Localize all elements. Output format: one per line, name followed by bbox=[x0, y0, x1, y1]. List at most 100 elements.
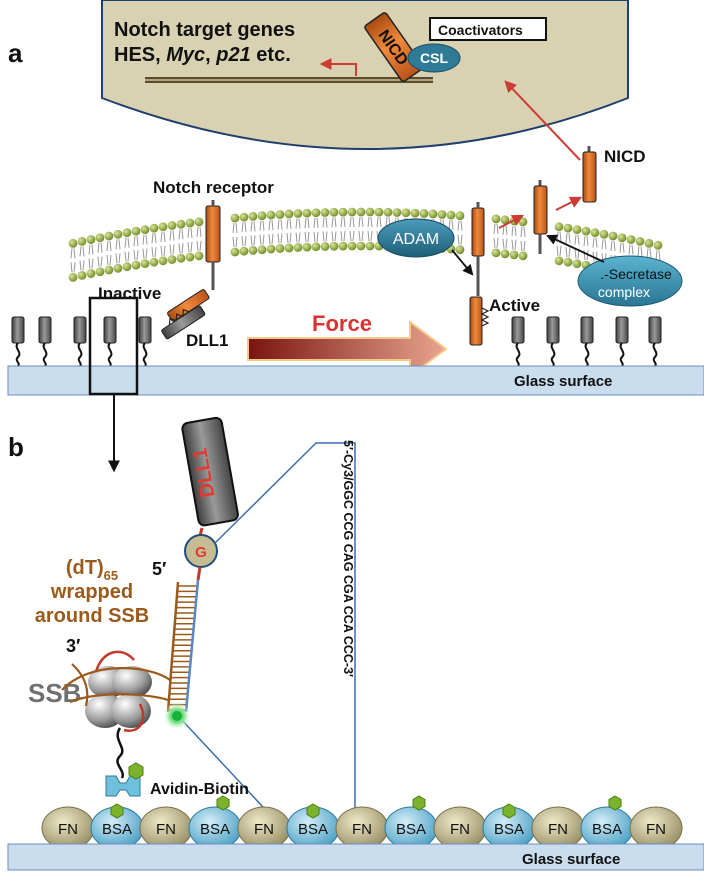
lipid-head bbox=[491, 248, 501, 258]
surface-ligands bbox=[11, 316, 662, 367]
biotin bbox=[306, 803, 320, 819]
lipid-head bbox=[329, 207, 339, 217]
lipid-head bbox=[338, 207, 348, 217]
target-genes: HES, Myc, p21 etc. bbox=[114, 44, 291, 66]
ligand-linker bbox=[619, 342, 625, 367]
lipid-head bbox=[572, 225, 582, 235]
lipid-head bbox=[293, 243, 303, 252]
lipid-head bbox=[455, 211, 465, 221]
adam-label: ADAM bbox=[393, 231, 439, 248]
lipid-head bbox=[581, 226, 591, 236]
lipid-head bbox=[275, 210, 285, 219]
lipid-head bbox=[68, 238, 78, 248]
bsa-label: BSA bbox=[494, 821, 524, 838]
secretase-arrow bbox=[546, 234, 605, 263]
ligand-linker bbox=[77, 342, 83, 367]
adam-enzyme bbox=[377, 218, 455, 258]
lipid-head bbox=[257, 211, 267, 221]
csl-label: CSL bbox=[420, 50, 448, 66]
cell-membrane bbox=[68, 207, 663, 284]
lipid-head bbox=[356, 241, 366, 251]
surface-ligand bbox=[73, 316, 87, 344]
lipid-head bbox=[266, 244, 276, 254]
lipid-head bbox=[590, 228, 600, 238]
lipid-head bbox=[68, 272, 78, 282]
lipid-head bbox=[266, 210, 276, 220]
lipid-head bbox=[500, 215, 510, 225]
lipid-head bbox=[338, 241, 348, 251]
lipid-head bbox=[311, 208, 321, 218]
coactivators-label: Coactivators bbox=[438, 22, 523, 38]
ssb-tether bbox=[116, 727, 124, 779]
surface-ligand bbox=[580, 316, 594, 344]
surface-ligand bbox=[546, 316, 560, 344]
panel-b: b DLL1 G 5′-Cy3/GGC CCG CAG CGA CCA CCC-… bbox=[7, 416, 704, 871]
glass-surface-b bbox=[7, 843, 704, 871]
lipid-head bbox=[311, 242, 321, 252]
lipid-head bbox=[518, 251, 528, 261]
lipid-head bbox=[284, 209, 294, 219]
dll1-ligand bbox=[181, 416, 239, 527]
secretase-label-1: .-Secretase bbox=[600, 266, 672, 282]
fn-label: FN bbox=[254, 821, 274, 838]
force-arrow bbox=[247, 320, 448, 378]
ligand-linker bbox=[515, 342, 521, 367]
biotin bbox=[502, 803, 516, 819]
notch-receptor bbox=[205, 205, 221, 263]
lipid-head bbox=[617, 233, 627, 243]
lipid-head bbox=[230, 213, 240, 223]
lipid-head bbox=[509, 250, 519, 260]
five-prime-label: 5′ bbox=[152, 559, 166, 579]
lipid-head bbox=[608, 231, 618, 241]
lipid-head bbox=[77, 271, 87, 280]
nuclear-import-arrow bbox=[504, 80, 581, 161]
lipid-head bbox=[347, 207, 357, 217]
lipid-head bbox=[248, 212, 258, 221]
lipid-head bbox=[383, 207, 393, 217]
lipid-head bbox=[428, 209, 438, 219]
biotin bbox=[412, 795, 426, 811]
fn-label: FN bbox=[450, 821, 470, 838]
lipid-head bbox=[284, 243, 294, 253]
lipid-head bbox=[446, 210, 456, 220]
ligand-linker bbox=[15, 342, 21, 367]
lipid-head bbox=[302, 208, 312, 218]
lipid-head bbox=[95, 267, 105, 277]
avidin-biotin-label: Avidin-Biotin bbox=[150, 781, 249, 798]
lipid-head bbox=[410, 208, 420, 218]
lipid-head bbox=[329, 241, 339, 251]
lipid-head bbox=[158, 222, 168, 232]
ligand-linker bbox=[142, 342, 148, 367]
lipid-head bbox=[86, 269, 96, 278]
lipid-head bbox=[167, 255, 177, 264]
lipid-head bbox=[572, 259, 582, 269]
bsa-label: BSA bbox=[200, 821, 230, 838]
bsa-label: BSA bbox=[592, 821, 622, 838]
lipid-head bbox=[635, 237, 645, 246]
surface-ligand bbox=[511, 316, 525, 344]
g-label: G bbox=[195, 544, 207, 561]
lipid-head bbox=[365, 241, 375, 251]
lipid-head bbox=[293, 209, 303, 218]
dll1-ligand-inactive bbox=[161, 305, 206, 340]
three-prime-label: 3′ bbox=[66, 636, 80, 656]
fn-label: FN bbox=[58, 821, 78, 838]
lipid-head bbox=[644, 238, 654, 248]
ssb-protein bbox=[61, 650, 171, 732]
fn-label: FN bbox=[646, 821, 666, 838]
lipid-head bbox=[122, 262, 132, 272]
lipid-head bbox=[365, 207, 375, 217]
around-ssb-label: around SSB bbox=[35, 605, 149, 627]
notch-ectodomain-active bbox=[469, 296, 483, 346]
lipid-head bbox=[194, 251, 204, 261]
inactive-label: Inactive bbox=[98, 284, 161, 303]
bsa-label: BSA bbox=[298, 821, 328, 838]
surface-ligand bbox=[138, 316, 152, 344]
notch-receptor-active-top bbox=[471, 207, 485, 257]
panel-a-letter: a bbox=[8, 38, 23, 68]
lipid-head bbox=[104, 231, 114, 241]
lipid-head bbox=[140, 225, 150, 235]
nicd-bound bbox=[364, 12, 424, 82]
